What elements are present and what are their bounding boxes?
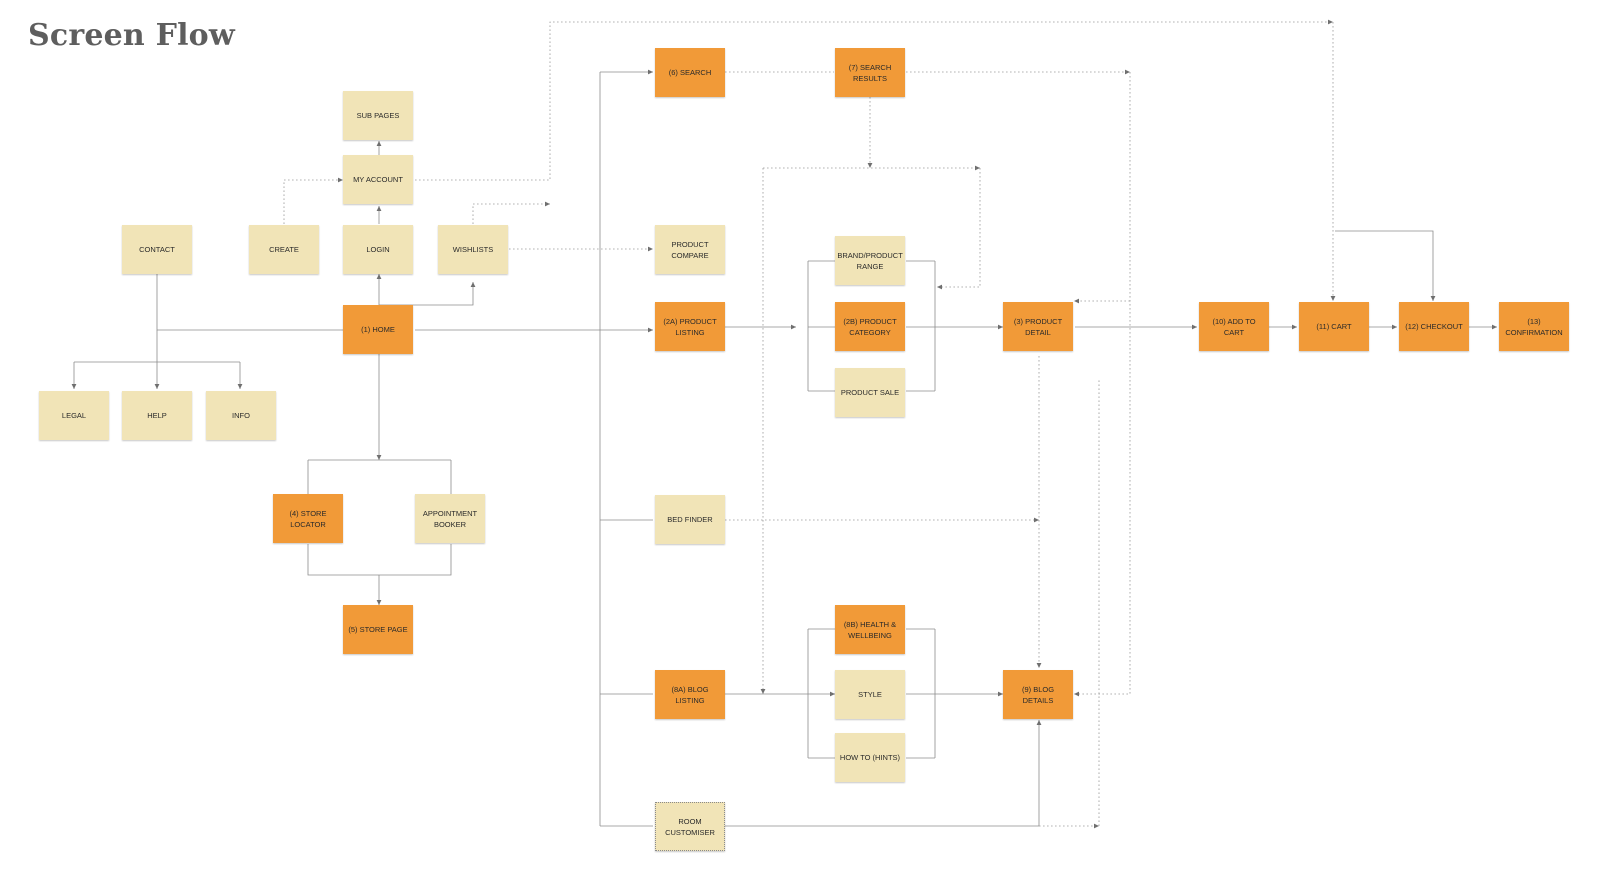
checkout-node[interactable]: (12) CHECKOUT bbox=[1399, 302, 1469, 351]
node-label: CONTACT bbox=[139, 245, 175, 254]
wire-wishlists-to-account bbox=[472, 201, 550, 224]
node-label: BRAND/PRODUCT RANGE bbox=[837, 250, 903, 271]
node-label: (6) SEARCH bbox=[668, 68, 712, 77]
node-label: HOW TO (HINTS) bbox=[839, 753, 901, 762]
add-to-cart-node[interactable]: (10) ADD TO CART bbox=[1199, 302, 1269, 351]
product-category-node[interactable]: (2B) PRODUCT CATEGORY bbox=[835, 302, 905, 351]
blog-details-node[interactable]: (9) BLOG DETAILS bbox=[1003, 670, 1073, 719]
search-node[interactable]: (6) SEARCH bbox=[655, 48, 725, 97]
node-label: (11) CART bbox=[1316, 322, 1352, 331]
how-to-hints-node[interactable]: HOW TO (HINTS) bbox=[835, 733, 905, 782]
info-node[interactable]: INFO bbox=[206, 391, 276, 440]
node-label: (4) STORE LOCATOR bbox=[289, 508, 327, 529]
style-node[interactable]: STYLE bbox=[835, 670, 905, 719]
node-label: (5) STORE PAGE bbox=[348, 625, 408, 634]
contact-node[interactable]: CONTACT bbox=[122, 225, 192, 274]
node-label: (3) PRODUCT DETAIL bbox=[1013, 316, 1063, 337]
node-label: (10) ADD TO CART bbox=[1212, 316, 1256, 337]
node-label: CREATE bbox=[269, 245, 299, 254]
node-label: (9) BLOG DETAILS bbox=[1021, 684, 1055, 705]
node-label: SUB PAGES bbox=[356, 111, 400, 120]
appointment-booker-node[interactable]: APPOINTMENT BOOKER bbox=[415, 494, 485, 543]
cart-node[interactable]: (11) CART bbox=[1299, 302, 1369, 351]
node-label: PRODUCT COMPARE bbox=[671, 239, 709, 260]
node-label: (13) CONFIRMATION bbox=[1505, 316, 1563, 337]
blog-listing-node[interactable]: (8A) BLOG LISTING bbox=[655, 670, 725, 719]
home-node[interactable]: (1) HOME bbox=[343, 305, 413, 354]
node-label: APPOINTMENT BOOKER bbox=[422, 508, 478, 529]
my-account-node[interactable]: MY ACCOUNT bbox=[343, 155, 413, 204]
health-wellbeing-node[interactable]: (8B) HEALTH & WELLBEING bbox=[835, 605, 905, 654]
node-label: (1) HOME bbox=[361, 325, 395, 334]
wire-right-vertical bbox=[1074, 72, 1131, 697]
node-label: INFO bbox=[232, 411, 250, 420]
node-label: ROOM CUSTOMISER bbox=[665, 816, 715, 837]
node-label: (8A) BLOG LISTING bbox=[671, 684, 709, 705]
store-page-node[interactable]: (5) STORE PAGE bbox=[343, 605, 413, 654]
room-customiser-node[interactable]: ROOM CUSTOMISER bbox=[655, 802, 725, 851]
node-label: HELP bbox=[147, 411, 167, 420]
product-compare-node[interactable]: PRODUCT COMPARE bbox=[655, 225, 725, 274]
page-title: Screen Flow bbox=[28, 18, 235, 53]
wire-home-to-wishlists bbox=[379, 282, 476, 306]
store-locator-node[interactable]: (4) STORE LOCATOR bbox=[273, 494, 343, 543]
legal-node[interactable]: LEGAL bbox=[39, 391, 109, 440]
node-label: BED FINDER bbox=[667, 515, 713, 524]
wire-create-to-account bbox=[283, 177, 343, 224]
node-label: (8B) HEALTH & WELLBEING bbox=[843, 619, 897, 640]
node-label: MY ACCOUNT bbox=[353, 175, 403, 184]
wire-cart-to-checkout-top bbox=[1335, 230, 1436, 301]
node-label: (2B) PRODUCT CATEGORY bbox=[843, 316, 897, 337]
node-label: LOGIN bbox=[366, 245, 390, 254]
bed-finder-node[interactable]: BED FINDER bbox=[655, 495, 725, 544]
node-label: (2A) PRODUCT LISTING bbox=[663, 316, 717, 337]
create-node[interactable]: CREATE bbox=[249, 225, 319, 274]
product-detail-node[interactable]: (3) PRODUCT DETAIL bbox=[1003, 302, 1073, 351]
wire-store-merge bbox=[307, 544, 452, 576]
wire-account-to-global bbox=[415, 19, 1333, 181]
node-label: STYLE bbox=[858, 690, 882, 699]
search-results-node[interactable]: (7) SEARCH RESULTS bbox=[835, 48, 905, 97]
brand-product-range-node[interactable]: BRAND/PRODUCT RANGE bbox=[835, 236, 905, 285]
login-node[interactable]: LOGIN bbox=[343, 225, 413, 274]
node-label: PRODUCT SALE bbox=[840, 388, 900, 397]
sub-pages-node[interactable]: SUB PAGES bbox=[343, 91, 413, 140]
node-label: (7) SEARCH RESULTS bbox=[848, 62, 892, 83]
wire-results-right bbox=[937, 168, 981, 290]
help-node[interactable]: HELP bbox=[122, 391, 192, 440]
node-label: LEGAL bbox=[61, 411, 87, 420]
node-label: (12) CHECKOUT bbox=[1405, 322, 1463, 331]
product-listing-node[interactable]: (2A) PRODUCT LISTING bbox=[655, 302, 725, 351]
wishlists-node[interactable]: WISHLISTS bbox=[438, 225, 508, 274]
confirmation-node[interactable]: (13) CONFIRMATION bbox=[1499, 302, 1569, 351]
node-label: WISHLISTS bbox=[452, 245, 494, 254]
product-sale-node[interactable]: PRODUCT SALE bbox=[835, 368, 905, 417]
